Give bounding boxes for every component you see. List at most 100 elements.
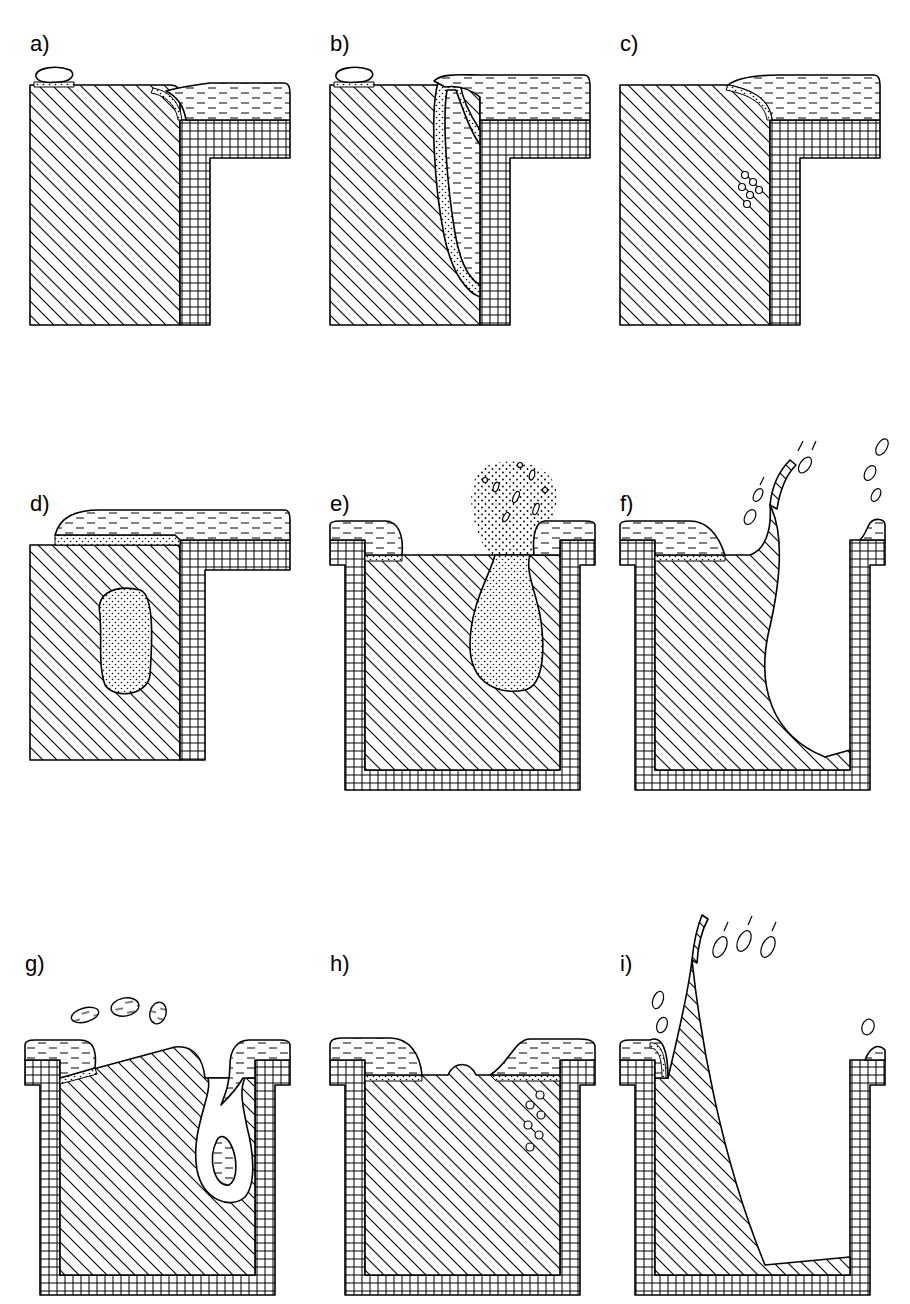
panel-c <box>620 75 880 325</box>
bubble <box>537 1111 545 1119</box>
panel-g <box>25 996 290 1295</box>
sediment-layer <box>55 535 180 545</box>
panels <box>25 67 891 1295</box>
fragment <box>492 481 500 492</box>
panel-f <box>620 437 891 790</box>
rock-block <box>60 1047 255 1275</box>
bubble <box>750 179 757 186</box>
sediment-layer <box>490 1075 560 1081</box>
burst-cavity <box>470 555 543 691</box>
retaining-wall <box>180 540 290 760</box>
fragment <box>710 934 730 959</box>
water-layer <box>221 1040 290 1105</box>
sediment-layer <box>151 88 182 120</box>
water-layer <box>533 521 595 555</box>
gas-pocket <box>99 588 151 693</box>
rock-sheet <box>692 915 708 963</box>
container <box>330 540 595 790</box>
fragment <box>734 928 754 953</box>
bubble <box>742 172 749 179</box>
panel-label: b) <box>330 31 350 57</box>
fragment <box>543 488 548 493</box>
fragment <box>869 487 883 503</box>
fragment <box>511 491 521 504</box>
panel-b <box>330 67 590 325</box>
water-layer <box>55 510 290 540</box>
panel-label: f) <box>620 491 633 517</box>
panel-e <box>330 462 595 790</box>
water-drop <box>36 67 73 82</box>
water-drop <box>336 67 373 82</box>
bubble <box>747 192 754 199</box>
fragment <box>751 487 765 503</box>
bubble <box>526 1101 534 1109</box>
water-layer <box>25 1040 95 1078</box>
ejecta-fragments <box>742 437 891 527</box>
retaining-wall <box>480 120 590 325</box>
panel-label: a) <box>30 31 50 57</box>
rock-block <box>330 85 480 325</box>
retaining-wall <box>180 120 290 325</box>
fragment <box>650 990 666 1010</box>
panel-label: i) <box>620 951 632 977</box>
panel-label: e) <box>330 491 350 517</box>
bubble <box>524 1121 532 1129</box>
rock-block <box>365 555 560 770</box>
water-layer <box>330 521 402 555</box>
bubble <box>744 201 751 208</box>
rock-block <box>30 545 180 760</box>
crack-sediment <box>434 83 480 297</box>
panel-h <box>330 1038 595 1295</box>
sediment-layer <box>655 555 725 561</box>
fragment <box>742 508 759 527</box>
fragment <box>532 503 541 516</box>
fragment <box>147 1000 168 1025</box>
sediment-layer <box>365 555 402 561</box>
motion-marks <box>760 441 816 485</box>
water-layer <box>865 1047 885 1060</box>
water-layer <box>620 1039 668 1078</box>
ejecta-fragments <box>70 996 169 1026</box>
fragment <box>862 464 879 483</box>
ejecta-fragments <box>650 928 876 1036</box>
water-layer <box>490 1039 595 1075</box>
gas-bubbles <box>524 1091 545 1151</box>
bubble <box>535 1131 543 1139</box>
bubble <box>536 1091 544 1099</box>
fragment <box>655 1016 670 1034</box>
water-layer <box>620 521 725 555</box>
gas-bubbles <box>739 172 763 208</box>
retaining-wall <box>770 120 880 325</box>
rock-block <box>30 85 180 325</box>
water-layer <box>434 75 590 120</box>
bubble <box>739 184 746 191</box>
fragment <box>110 996 141 1019</box>
panel-label: h) <box>330 951 350 977</box>
bubble <box>756 187 763 194</box>
panel-a <box>30 67 290 325</box>
ejecta-fragments <box>483 463 548 523</box>
fragment <box>70 1005 101 1026</box>
sediment-layer <box>650 1043 666 1078</box>
panel-label: c) <box>620 31 638 57</box>
fragment <box>860 1017 877 1036</box>
panel-label: d) <box>30 491 50 517</box>
panel-i <box>620 915 885 1295</box>
container <box>330 1060 595 1295</box>
rock-block <box>620 85 770 325</box>
rock-sheet <box>770 460 796 509</box>
panel-d <box>30 510 290 760</box>
bubble <box>526 1143 534 1151</box>
fragment <box>758 934 778 959</box>
fragment <box>528 470 535 481</box>
water-layer <box>860 519 885 540</box>
fragment <box>796 455 815 475</box>
sediment-layer <box>365 1075 422 1081</box>
crack-water <box>445 90 480 285</box>
fragment <box>501 511 510 522</box>
motion-marks <box>724 916 776 931</box>
fragment <box>518 463 523 468</box>
